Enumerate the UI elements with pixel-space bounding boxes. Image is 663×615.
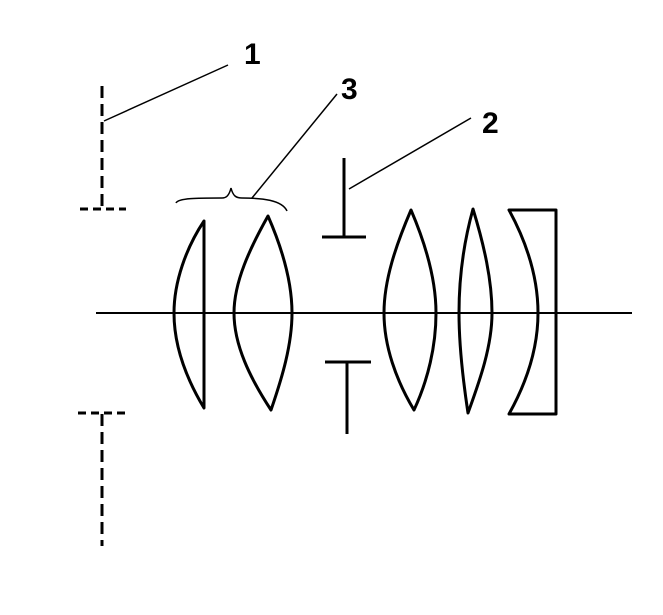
lens-plano-convex	[172, 219, 206, 410]
dashed-stop-1	[78, 86, 128, 546]
lens-group-3	[172, 214, 294, 412]
lens-biconvex-middle	[382, 208, 438, 412]
aperture-stop-2	[322, 158, 371, 434]
label-1: 1	[244, 38, 261, 71]
lens-biconvex-left	[232, 214, 294, 412]
lens-plano-concave	[507, 208, 558, 416]
leader-line-2	[348, 117, 472, 190]
leader-line-1	[103, 64, 229, 122]
lens-biconvex-narrow	[457, 207, 494, 415]
leader-line-3	[251, 93, 338, 199]
label-2: 2	[482, 107, 499, 140]
label-3: 3	[341, 73, 358, 106]
group-brace	[175, 187, 288, 212]
